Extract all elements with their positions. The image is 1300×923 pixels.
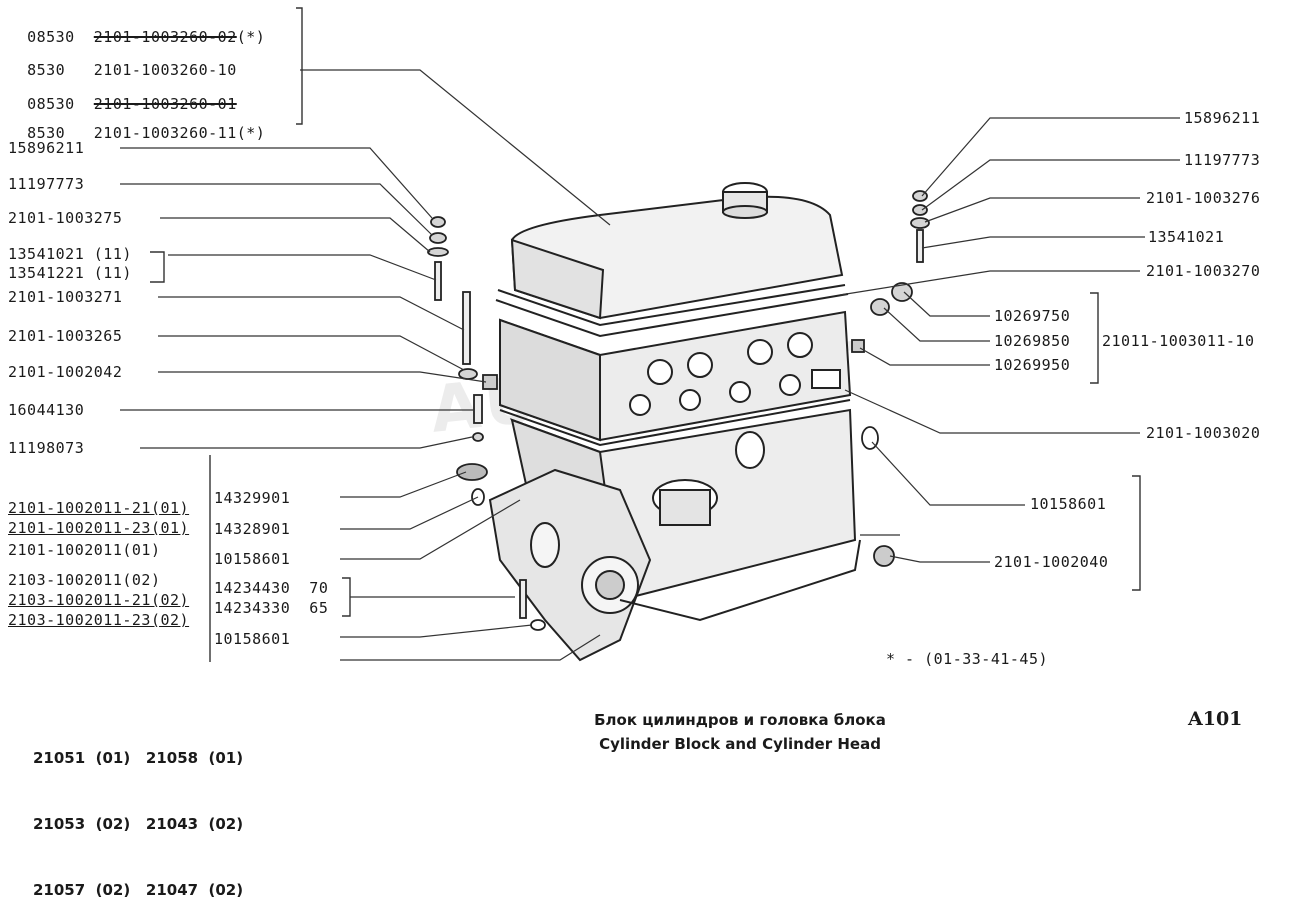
block-variant-2: 2101-1002011-23(01) [8,519,190,537]
right-label-2: 11197773 [1184,151,1261,169]
footnote: * - (01-33-41-45) [886,650,1049,668]
left-label-6: 11197773 [8,175,85,193]
mid-label-6: 10158601 [214,630,291,648]
right-label-6: 10269750 [994,307,1071,325]
right-parts [851,190,930,567]
leader-lines [120,69,1180,661]
left-label-3: 08530 2101-1003260-01 [8,77,237,113]
label-part-number: 2101-1003260-10 [93,61,237,79]
left-label-4: 8530 2101-1003260-11(*) [8,106,265,142]
left-label-12: 2101-1002042 [8,363,123,381]
front-cover [488,468,652,662]
label-part-number: 2101-1003260-01 [93,95,237,113]
label-part-number: 2101-1003260-11 [93,124,237,142]
title-russian: Блок цилиндров и головка блока [594,711,886,729]
page-code: A101 [1188,708,1243,730]
block-variant-5: 2103-1002011-21(02) [8,591,190,609]
title-english: Cylinder Block and Cylinder Head [599,735,881,753]
right-label-12: 2101-1002040 [994,553,1109,571]
model-row-3: 21057 (02) 21047 (02) [33,881,244,899]
left-label-2: 8530 2101-1003260-10 [8,43,237,79]
block-variant-6: 2103-1002011-23(02) [8,611,190,629]
mid-label-4: 14234430 70 [214,579,329,597]
gaskets [495,284,851,447]
block-variant-4: 2103-1002011(02) [8,571,161,589]
left-label-9: 13541221 (11) [8,264,132,282]
right-label-3: 2101-1003276 [1146,189,1261,207]
right-label-1: 15896211 [1184,109,1261,127]
right-label-5: 2101-1003270 [1146,262,1261,280]
title-block: Блок цилиндров и головка блока Cylinder … [540,708,940,756]
label-prefix: 08530 [27,28,75,46]
label-prefix: 8530 [27,61,66,79]
mid-label-3: 10158601 [214,550,291,568]
left-label-11: 2101-1003265 [8,327,123,345]
oil-pan-edge [619,539,861,622]
label-prefix: 8530 [27,124,66,142]
block-variant-3: 2101-1002011(01) [8,541,161,559]
right-label-4: 13541021 [1148,228,1225,246]
block-variant-1: 2101-1002011-21(01) [8,499,190,517]
right-label-8: 21011-1003011-10 [1102,332,1255,350]
model-row-1: 21051 (01) 21058 (01) [33,749,244,767]
left-label-13: 16044130 [8,401,85,419]
cylinder-head [499,310,852,442]
valve-cover [510,182,844,320]
left-parts [427,216,546,631]
label-suffix: (*) [236,124,266,142]
mid-label-2: 14328901 [214,520,291,538]
left-label-7: 2101-1003275 [8,209,123,227]
label-prefix: 08530 [27,95,75,113]
right-label-9: 10269950 [994,356,1071,374]
model-list: 21051 (01) 21058 (01) 21053 (02) 21043 (… [33,703,243,923]
engine-diagram: AUTOSOFT [120,7,1180,662]
left-label-14: 11198073 [8,439,85,457]
mid-label-1: 14329901 [214,489,291,507]
right-label-7: 10269850 [994,332,1071,350]
mid-label-5: 14234330 65 [214,599,329,617]
label-suffix: (*) [236,28,266,46]
left-label-1: 08530 2101-1003260-02(*) [8,10,265,46]
model-row-2: 21053 (02) 21043 (02) [33,815,244,833]
right-label-11: 10158601 [1030,495,1107,513]
left-label-5: 15896211 [8,139,85,157]
left-label-8: 13541021 (11) [8,245,132,263]
left-label-10: 2101-1003271 [8,288,123,306]
right-label-10: 2101-1003020 [1146,424,1261,442]
label-part-number: 2101-1003260-02 [93,28,237,46]
brackets [150,7,1141,662]
